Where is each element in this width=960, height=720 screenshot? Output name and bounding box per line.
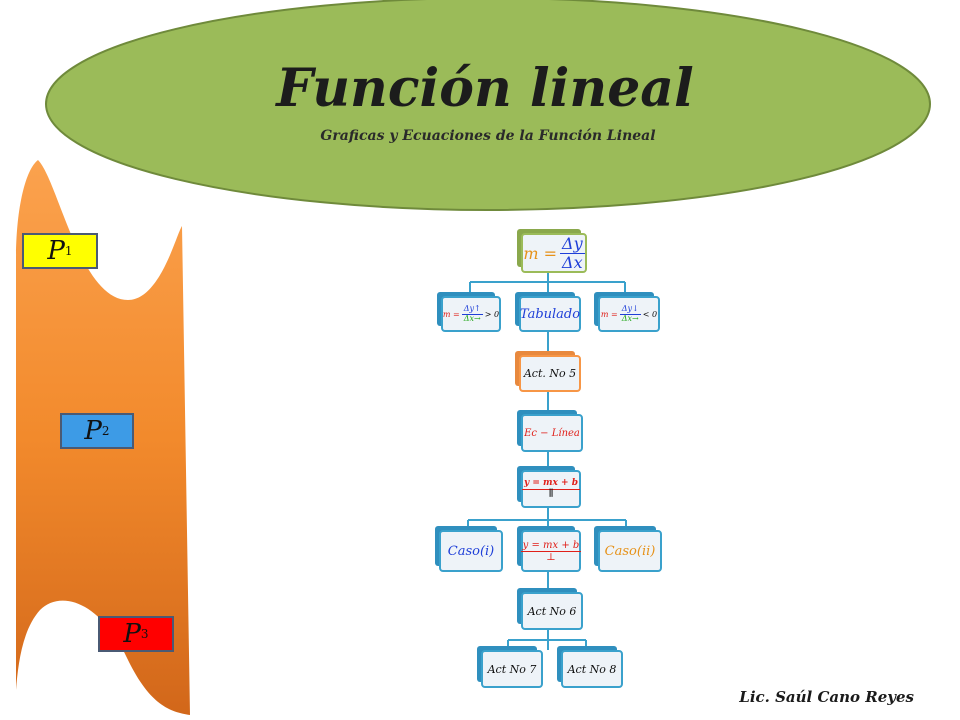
pos-slope-lhs: m = xyxy=(442,309,460,319)
slope-denominator: Δx xyxy=(562,252,583,272)
slope-fraction: Δy Δx xyxy=(560,235,585,271)
node-parallel-equation[interactable]: y = mx + b ∥ xyxy=(521,470,581,508)
neg-slope-relation: < 0 xyxy=(642,309,658,319)
perp-fraction: y = mx + b ⊥ xyxy=(520,539,582,563)
p2-subscript: 2 xyxy=(101,424,110,438)
diagram-connectors xyxy=(467,272,627,650)
title-ellipse xyxy=(45,0,931,211)
p3-letter: P xyxy=(123,619,141,649)
act7-label: Act No 7 xyxy=(487,662,537,676)
node-act6[interactable]: Act No 6 xyxy=(521,592,583,630)
pos-slope-relation: > 0 xyxy=(484,309,500,319)
p1-letter: P xyxy=(47,236,65,266)
node-caso-ii[interactable]: Caso(ii) xyxy=(598,530,662,572)
node-perpendicular-equation[interactable]: y = mx + b ⊥ xyxy=(520,530,582,572)
ec-linea-label: Ec − Línea xyxy=(524,427,580,439)
p3-subscript: 3 xyxy=(140,627,149,641)
node-act7[interactable]: Act No 7 xyxy=(481,650,543,688)
act5-label: Act. No 5 xyxy=(523,367,577,380)
node-tabulado[interactable]: Tabulado xyxy=(519,296,581,332)
slope-lhs: m = xyxy=(523,243,558,263)
perp-symbol: ⊥ xyxy=(546,551,556,563)
node-caso-i[interactable]: Caso(i) xyxy=(439,530,503,572)
pos-slope-fraction: Δy↑ Δx→ xyxy=(461,303,483,324)
caso-ii-label: Caso(ii) xyxy=(604,543,656,559)
slide-subtitle: Graficas y Ecuaciones de la Función Line… xyxy=(320,128,656,144)
p1-subscript: 1 xyxy=(64,244,73,258)
neg-slope-numerator: Δy↓ xyxy=(619,303,641,315)
neg-slope-fraction: Δy↓ Δx→ xyxy=(619,303,641,324)
neg-slope-lhs: m = xyxy=(600,309,618,319)
caso-i-label: Caso(i) xyxy=(447,543,495,559)
node-negative-slope[interactable]: m = Δy↓ Δx→ < 0 xyxy=(598,296,660,332)
act8-label: Act No 8 xyxy=(567,662,617,676)
slide-title: Función lineal xyxy=(276,58,694,119)
pos-slope-numerator: Δy↑ xyxy=(461,303,483,315)
neg-slope-denominator: Δx→ xyxy=(621,313,639,323)
node-positive-slope[interactable]: m = Δy↑ Δx→ > 0 xyxy=(441,296,501,332)
parallel-equation: y = mx + b xyxy=(521,477,581,490)
p2-letter: P xyxy=(84,416,102,446)
parallel-symbol: ∥ xyxy=(548,488,554,499)
pos-slope-denominator: Δx→ xyxy=(463,313,481,323)
perp-equation: y = mx + b xyxy=(520,539,582,552)
node-ec-linea[interactable]: Ec − Línea xyxy=(521,414,583,452)
parallel-fraction: y = mx + b ∥ xyxy=(521,477,581,500)
node-slope-definition[interactable]: m = Δy Δx xyxy=(521,233,587,273)
tabulado-label: Tabulado xyxy=(519,306,581,322)
node-act5[interactable]: Act. No 5 xyxy=(519,355,581,392)
node-act8[interactable]: Act No 8 xyxy=(561,650,623,688)
author-credit: Lic. Saúl Cano Reyes xyxy=(739,688,914,706)
slope-numerator: Δy xyxy=(560,233,585,254)
act6-label: Act No 6 xyxy=(527,604,577,618)
